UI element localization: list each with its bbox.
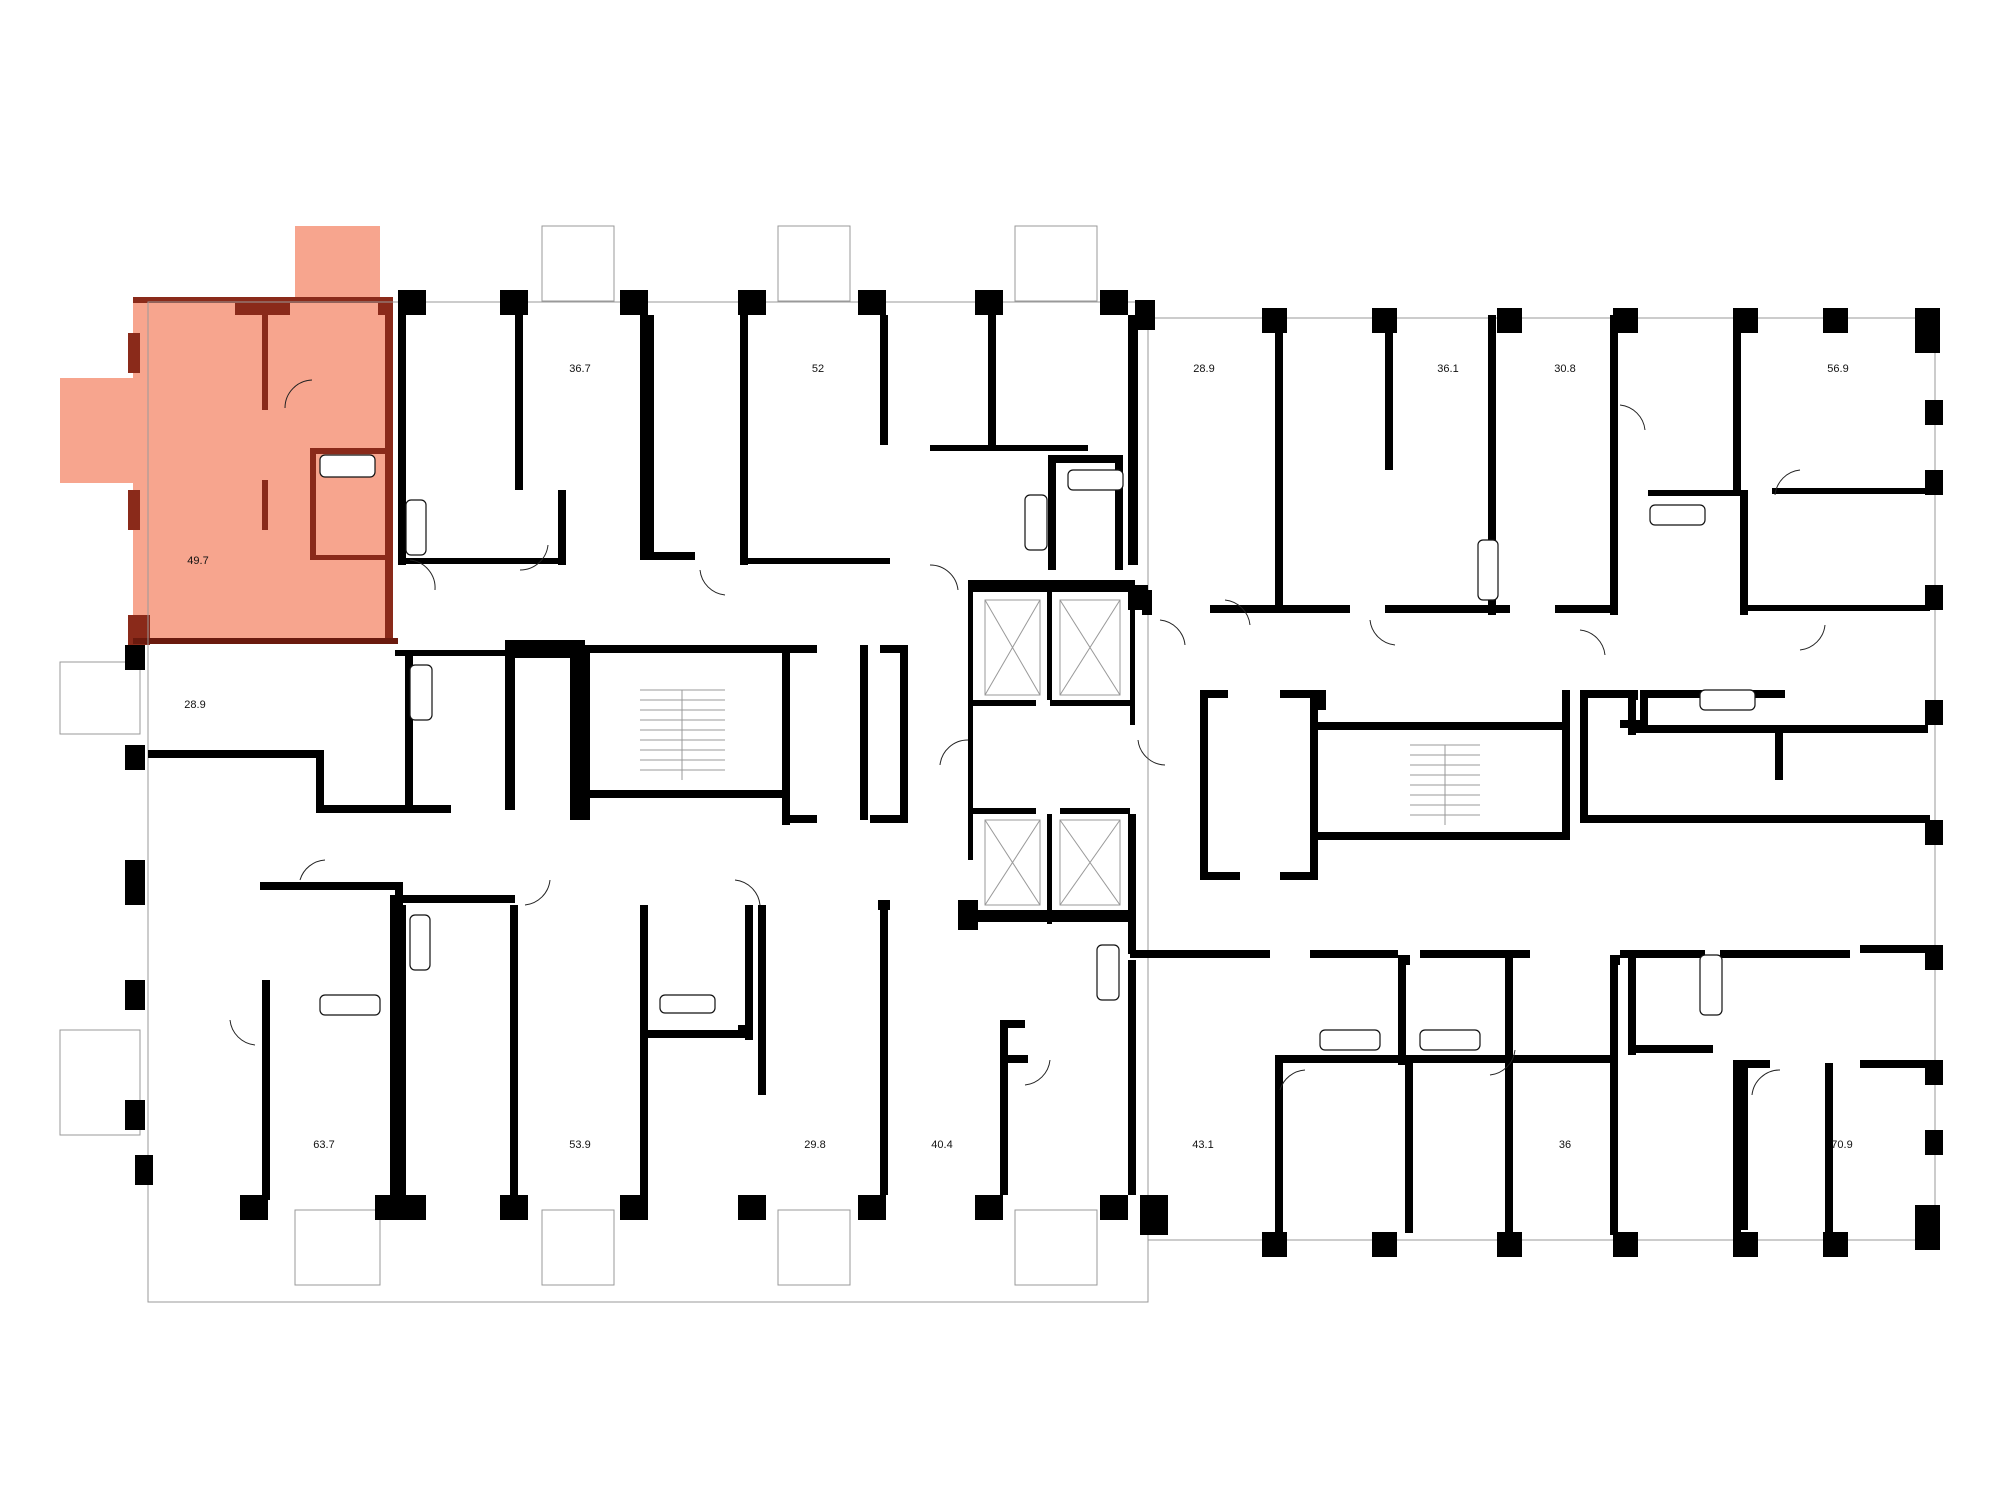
unit-area-label: 52 xyxy=(812,363,824,375)
unit-area-label: 30.8 xyxy=(1554,363,1575,375)
unit-area-label: 36.7 xyxy=(569,363,590,375)
balconies xyxy=(59,225,1098,1286)
bathroom-fixtures xyxy=(319,454,1756,1051)
structural-walls xyxy=(125,290,1943,1257)
elevator-shafts xyxy=(984,599,1121,906)
unit-area-label: 53.9 xyxy=(569,1139,590,1151)
doors xyxy=(229,379,1826,1096)
unit-area-label: 49.7 xyxy=(187,555,208,567)
unit-labels: 49.7 36.7 52 28.9 36.1 30.8 56.9 28.9 63… xyxy=(184,363,1852,1151)
unit-area-label: 28.9 xyxy=(1193,363,1214,375)
unit-49-7-highlight[interactable] xyxy=(60,226,398,645)
unit-area-label: 43.1 xyxy=(1192,1139,1213,1151)
unit-area-label: 70.9 xyxy=(1831,1139,1852,1151)
unit-area-label: 40.4 xyxy=(931,1139,952,1151)
unit-area-label: 36.1 xyxy=(1437,363,1458,375)
unit-area-label: 28.9 xyxy=(184,699,205,711)
stairwell-1 xyxy=(640,689,725,780)
stairwell-2 xyxy=(1410,744,1480,825)
unit-area-label: 36 xyxy=(1559,1139,1571,1151)
unit-area-label: 56.9 xyxy=(1827,363,1848,375)
facade-lines xyxy=(147,301,1936,1303)
unit-area-label: 29.8 xyxy=(804,1139,825,1151)
unit-area-label: 63.7 xyxy=(313,1139,334,1151)
